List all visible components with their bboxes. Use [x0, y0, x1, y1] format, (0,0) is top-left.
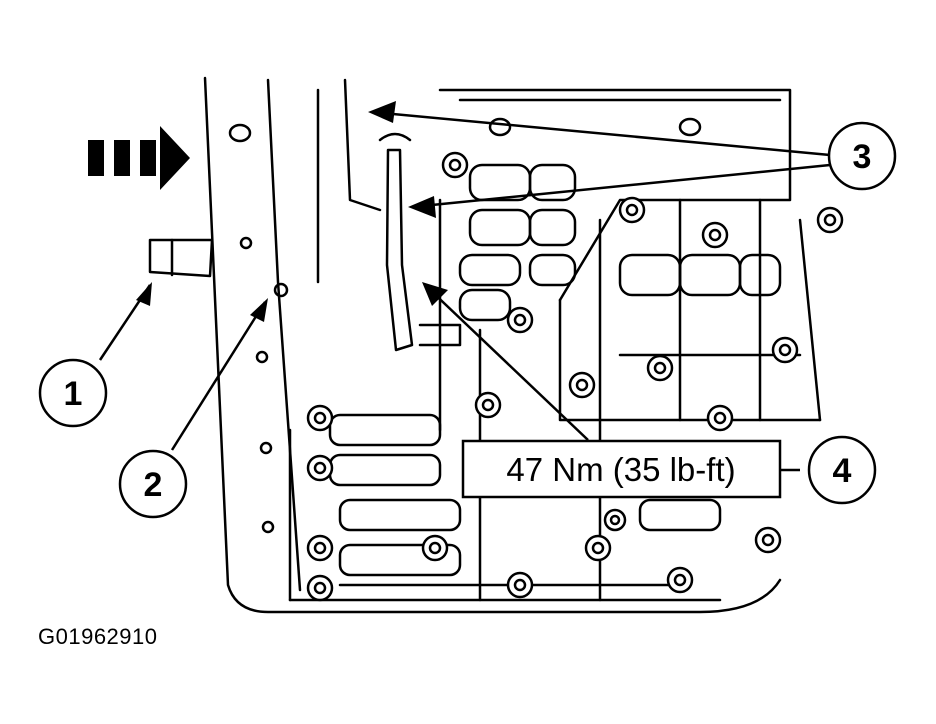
case-hole — [255, 350, 269, 364]
case-outline — [203, 76, 782, 614]
torque-spec-box: 47 Nm (35 lb-ft) — [461, 439, 782, 499]
line-drawing — [148, 76, 844, 614]
callout-3: 3 — [827, 121, 897, 191]
callout-2: 2 — [118, 449, 188, 519]
callout-3-label: 3 — [853, 138, 872, 176]
callout-4: 4 — [807, 435, 877, 505]
case-inner-edge — [266, 78, 302, 592]
case-hole — [239, 236, 253, 250]
leader-lines — [98, 110, 831, 472]
case-hole — [261, 520, 275, 534]
view-direction-arrow-icon — [88, 126, 190, 190]
case-wall-2 — [343, 78, 382, 212]
manual-lever — [385, 148, 414, 352]
callout-2-label: 2 — [144, 466, 163, 504]
shaft — [148, 238, 214, 278]
callout-4-label: 4 — [833, 452, 852, 490]
figure-id: G01962910 — [38, 624, 158, 649]
case-hole — [273, 282, 289, 298]
arrowheads — [136, 101, 448, 322]
valve-spools — [458, 163, 782, 322]
torque-spec-text: 47 Nm (35 lb-ft) — [506, 451, 735, 488]
callout-1-label: 1 — [64, 375, 83, 413]
case-hole — [259, 441, 273, 455]
case-hole — [228, 123, 252, 143]
valve-body-bolts — [306, 151, 844, 602]
callout-1: 1 — [38, 358, 108, 428]
lower-valves — [288, 413, 722, 602]
